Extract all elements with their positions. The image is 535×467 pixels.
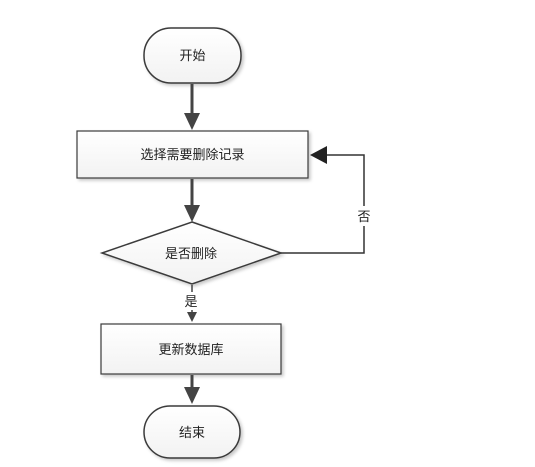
arrowhead-select-to-decision [184,205,200,222]
end-terminal [143,405,241,459]
arrowhead-start-to-select [184,113,200,130]
arrowhead-no-loop [310,146,327,164]
yes-branch-label: 是 [184,295,197,310]
select-records-box [76,130,309,179]
connector-no-loop [281,154,365,254]
yes-label-background [182,292,202,310]
update-database-label: 更新数据库 [158,342,223,358]
update-database-box [100,323,282,375]
start-terminal [143,27,242,84]
arrowhead-update-to-end [184,387,200,404]
delete-decision-diamond [99,221,284,285]
delete-decision-label: 是否删除 [165,247,217,262]
select-records-label: 选择需要删除记录 [140,148,244,163]
arrowhead-yes [187,312,197,322]
end-label: 结束 [179,426,205,441]
no-label-background [355,206,373,226]
start-label: 开始 [179,49,205,64]
no-branch-label: 否 [357,210,370,225]
